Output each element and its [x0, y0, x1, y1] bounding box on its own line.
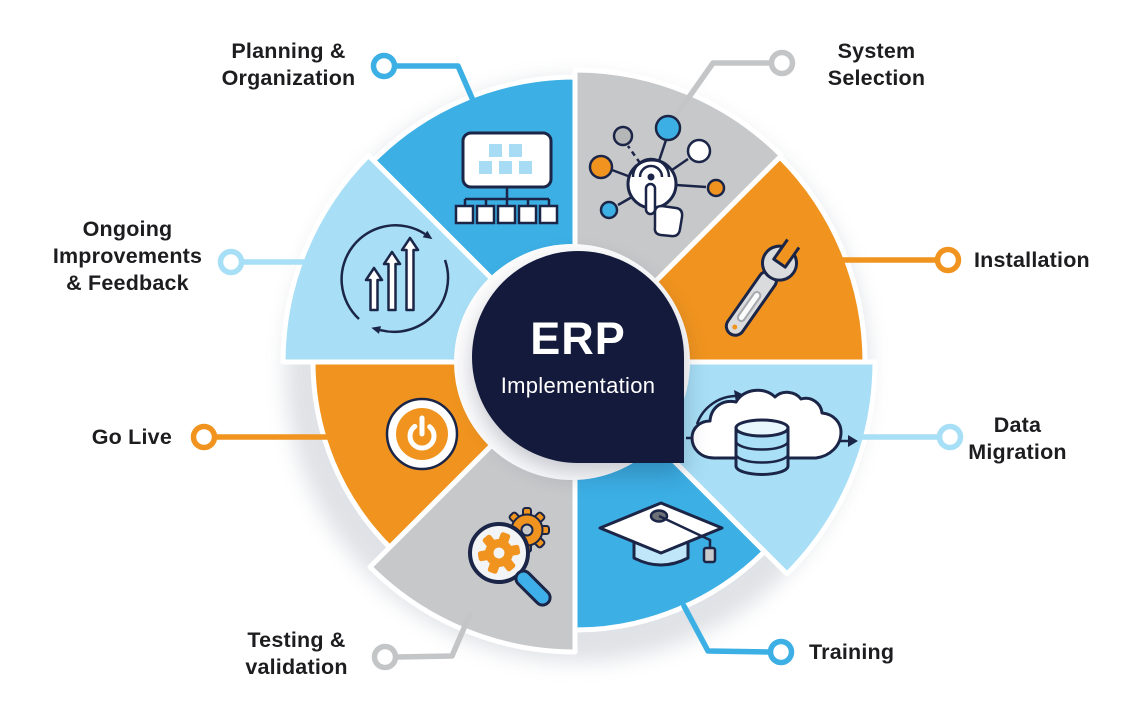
system-selection-connector	[672, 49, 796, 120]
testing-label-line2: validation	[245, 655, 348, 679]
data-migration-label-line2: Migration	[968, 440, 1067, 464]
testing-label: Testing & validation	[214, 627, 379, 681]
ongoing-connector-ring	[217, 248, 245, 276]
data-migration-connector	[855, 423, 964, 451]
ongoing-label-line1: Ongoing	[82, 217, 173, 241]
system-selection-label-line2: Selection	[827, 66, 926, 90]
data-migration-label-line1: Data	[993, 413, 1042, 437]
connectors	[190, 49, 964, 671]
installation-connector	[835, 246, 962, 274]
training-label: Training	[809, 639, 959, 666]
data-migration-label: Data Migration	[940, 412, 1095, 466]
system-selection-connector-ring	[768, 49, 796, 77]
touch-network-icon	[588, 114, 726, 238]
org-chart-icon	[454, 131, 559, 225]
ongoing-connector	[217, 248, 319, 276]
power-button-icon	[385, 397, 459, 471]
installation-label-line1: Installation	[974, 248, 1090, 272]
go-live-label: Go Live	[55, 424, 172, 451]
growth-arrows-icon	[340, 224, 450, 334]
graduation-cap-icon	[598, 501, 724, 567]
installation-label: Installation	[974, 247, 1144, 274]
center-erp-badge: ERP Implementation	[472, 251, 684, 463]
training-connector-ring	[767, 638, 795, 666]
planning-label-line2: Organization	[221, 66, 356, 90]
ongoing-label-line3: & Feedback	[66, 271, 189, 295]
training-label-line1: Training	[809, 640, 895, 664]
planning-label-line1: Planning &	[231, 39, 346, 63]
ongoing-label-line2: Improvements	[52, 244, 203, 268]
cloud-database-icon	[686, 388, 858, 476]
ongoing-label: Ongoing Improvements & Feedback	[30, 216, 225, 297]
testing-connector	[371, 611, 473, 671]
erp-subtitle: Implementation	[500, 372, 656, 398]
erp-title: ERP	[530, 312, 626, 364]
go-live-connector-ring	[190, 423, 218, 451]
go-live-connector	[190, 423, 335, 451]
testing-label-line1: Testing &	[247, 628, 346, 652]
wrench-icon	[724, 238, 801, 337]
go-live-label-line1: Go Live	[91, 425, 172, 449]
installation-connector-ring	[934, 246, 962, 274]
planning-connector	[370, 52, 485, 124]
planning-label: Planning & Organization	[181, 38, 396, 92]
planning-connector-ring	[370, 52, 398, 80]
system-selection-label: System Selection	[794, 38, 959, 92]
system-selection-label-line1: System	[837, 39, 916, 63]
testing-connector-ring	[371, 643, 399, 671]
magnifier-gear-icon	[468, 507, 552, 607]
training-connector	[681, 603, 795, 666]
data-migration-connector-ring	[936, 423, 964, 451]
